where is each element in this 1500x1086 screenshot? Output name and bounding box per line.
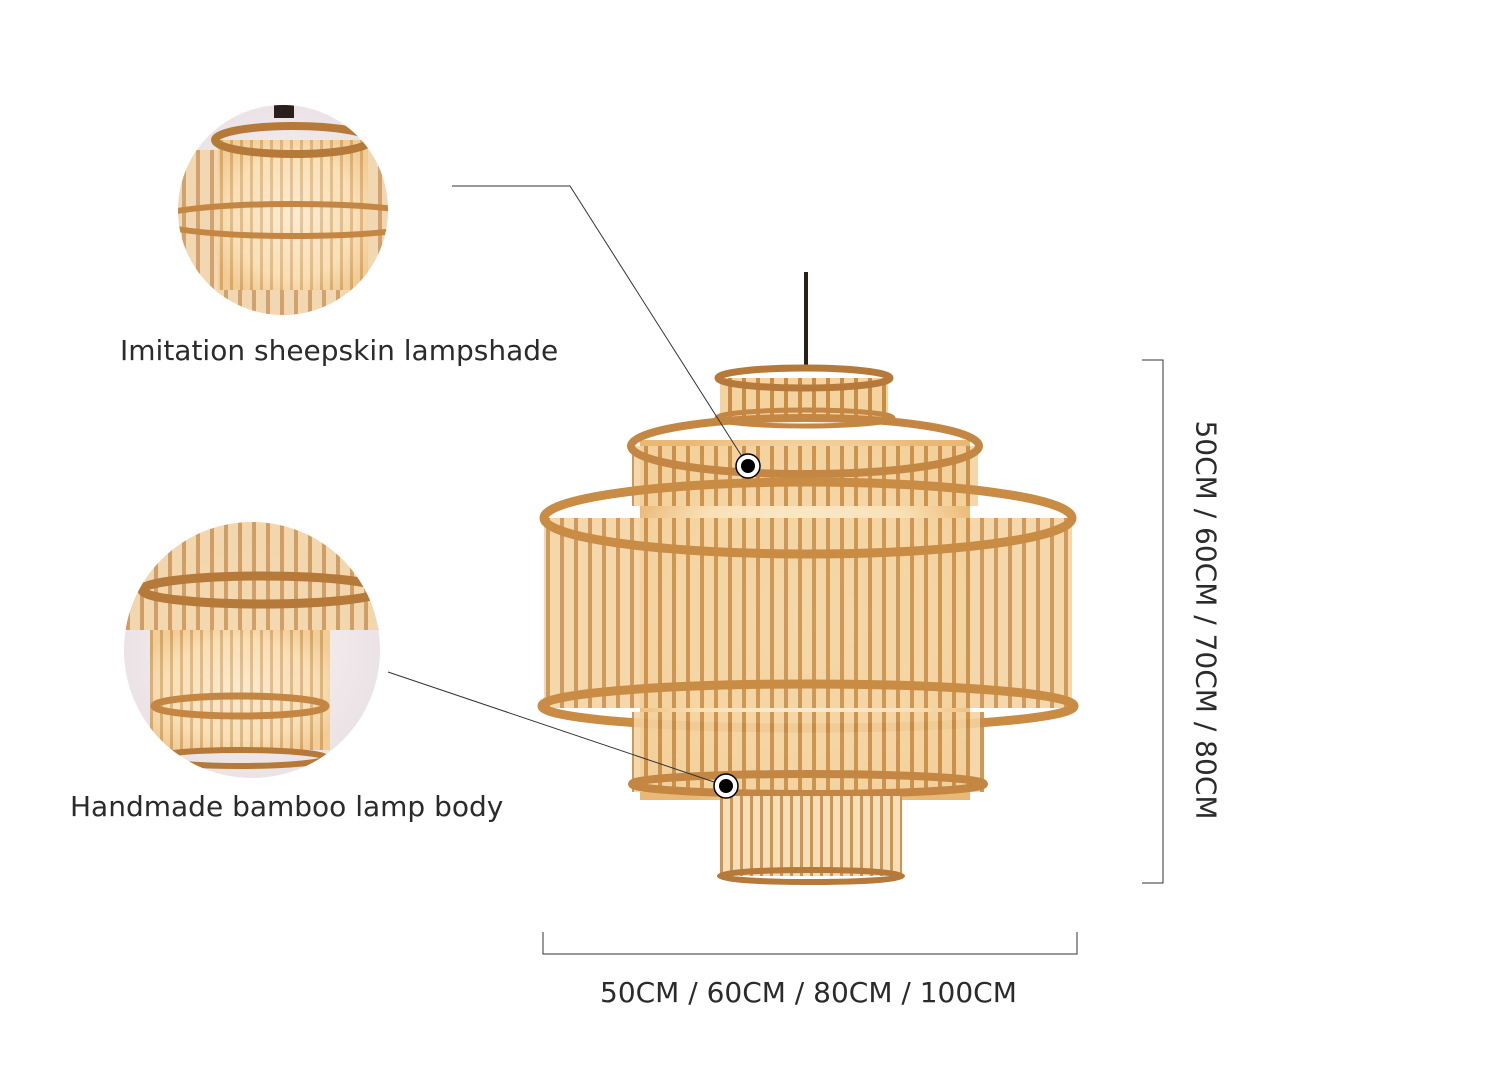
lampshade-label: Imitation sheepskin lampshade — [120, 334, 559, 367]
width-dimension-line — [542, 932, 1078, 955]
leader-line-bottom — [387, 671, 739, 799]
height-dimension-label: 50CM / 60CM / 70CM / 80CM — [1189, 420, 1223, 820]
height-dimension-line — [1142, 359, 1164, 884]
lamp-body-label: Handmade bamboo lamp body — [70, 790, 504, 823]
lampshade-closeup — [178, 105, 388, 315]
bamboo-body-closeup — [124, 522, 380, 778]
bamboo-pendant-lamp — [537, 272, 1079, 885]
width-dimension-label: 50CM / 60CM / 80CM / 100CM — [600, 976, 1017, 1009]
leader-line-top — [452, 185, 761, 479]
